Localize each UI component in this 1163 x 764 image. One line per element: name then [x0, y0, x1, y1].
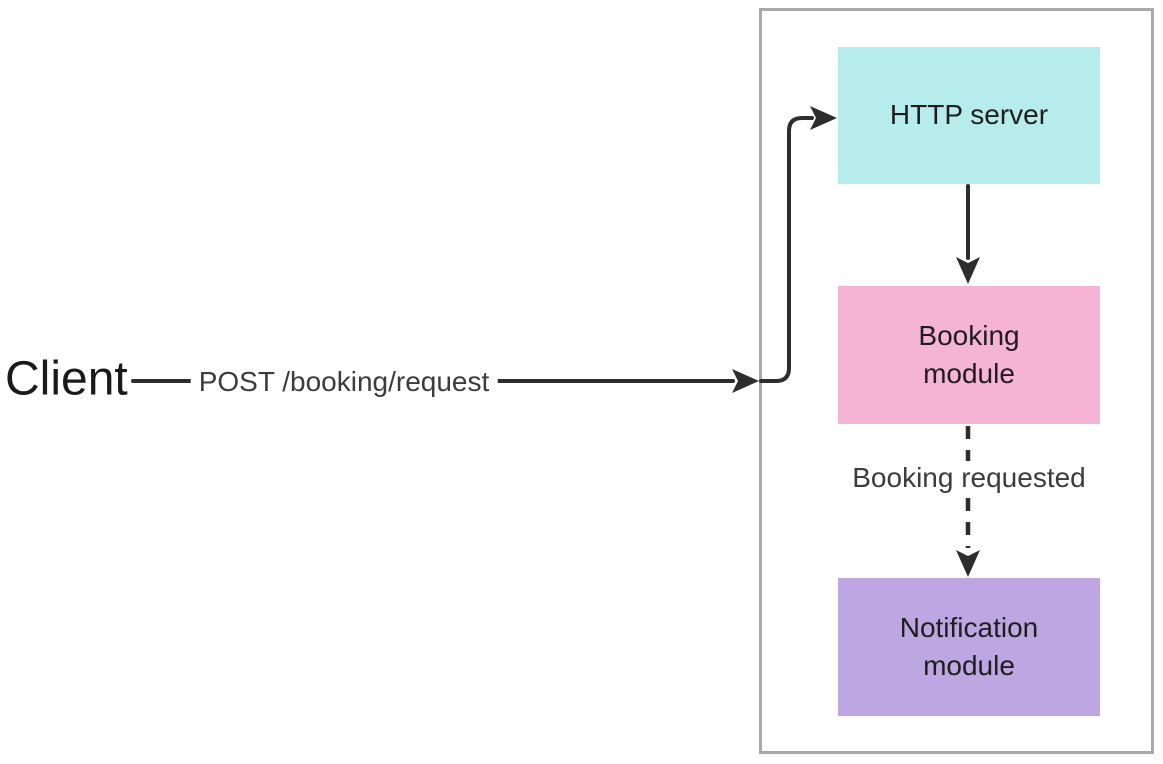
event-edge-label: Booking requested — [844, 461, 1094, 495]
node-http-server: HTTP server — [838, 47, 1100, 184]
request-edge-label: POST /booking/request — [190, 365, 498, 399]
node-http-server-label: HTTP server — [889, 99, 1049, 131]
node-booking-module-label: Booking module — [918, 319, 1020, 389]
client-request-arrowhead-icon — [732, 369, 759, 393]
node-notification-module: Notification module — [838, 578, 1100, 716]
node-notification-module-label: Notification module — [899, 611, 1039, 681]
client-label: Client — [5, 352, 128, 406]
node-booking-module: Booking module — [838, 286, 1100, 424]
